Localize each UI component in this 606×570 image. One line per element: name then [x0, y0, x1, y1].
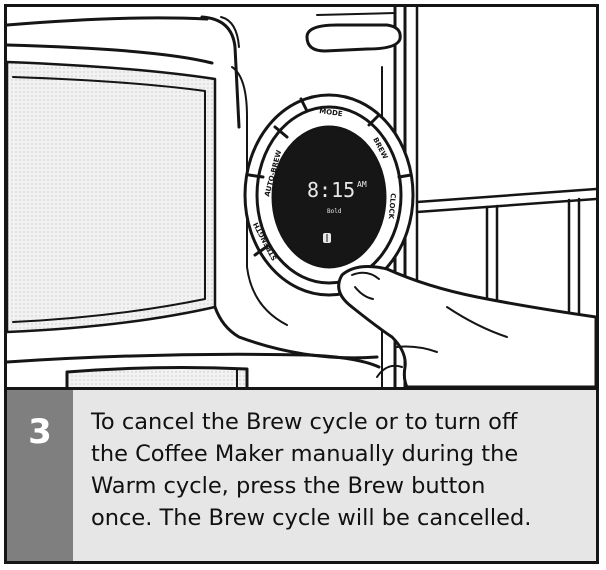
ring-label-mode[interactable]: MODE [319, 107, 344, 118]
step-number-box: 3 [7, 390, 73, 561]
instruction-card: MODE BREW CLOCK AUTO-BREW STRENGTH 8:15 … [4, 4, 599, 564]
lcd-screen [271, 125, 387, 269]
step-number: 3 [28, 412, 52, 452]
coffee-maker-illustration: MODE BREW CLOCK AUTO-BREW STRENGTH 8:15 … [7, 7, 596, 387]
step-caption: 3 To cancel the Brew cycle or to turn of… [7, 387, 596, 561]
lcd-time: 8:15 [307, 178, 355, 202]
lcd-meridiem: AM [357, 180, 367, 189]
hand-pressing-button [337, 265, 596, 387]
bean-icon [323, 233, 331, 243]
water-window [7, 60, 217, 334]
ring-label-clock[interactable]: CLOCK [387, 193, 397, 220]
lcd-sub-label: Bold [327, 208, 342, 215]
step-instruction: To cancel the Brew cycle or to turn off … [91, 409, 532, 531]
